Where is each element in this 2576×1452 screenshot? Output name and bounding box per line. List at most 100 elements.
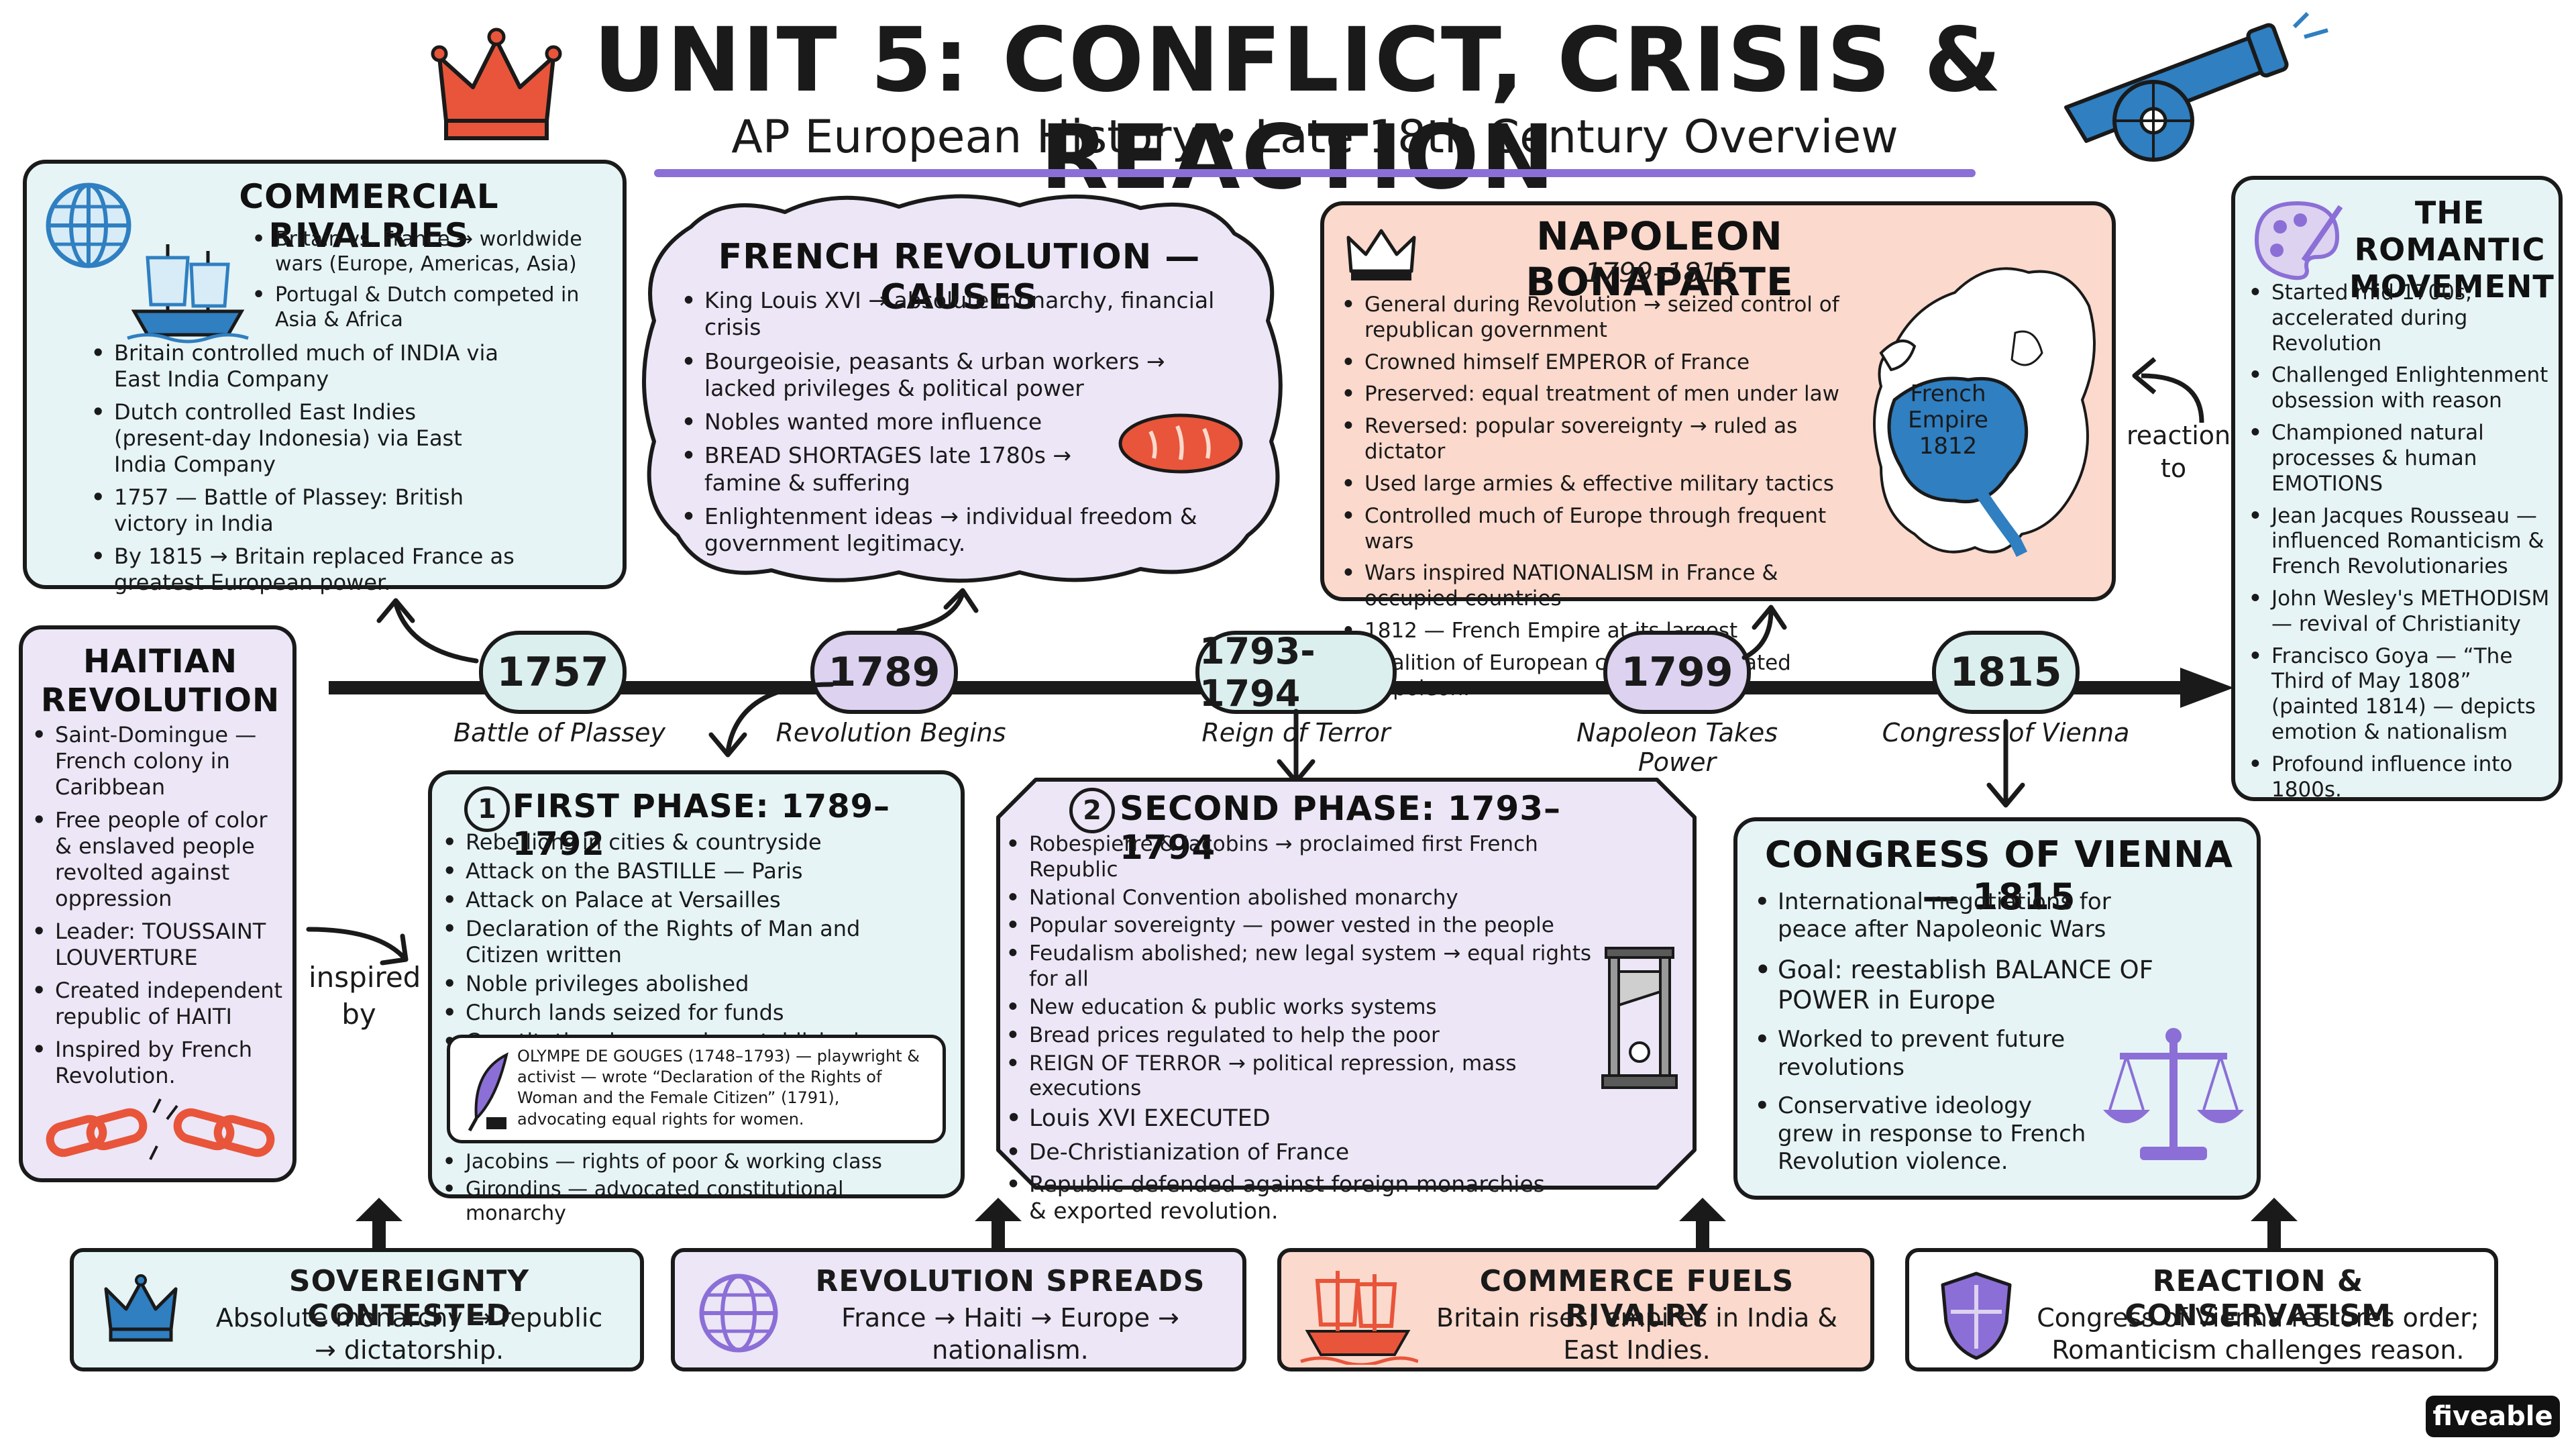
list-item: Crowned himself EMPEROR of France (1338, 350, 1847, 376)
list-item: Championed natural processes & human EMO… (2245, 421, 2553, 497)
list-item: New education & public works systems (1002, 995, 1626, 1021)
takeaway-text: Congress of Vienna restores order; Roman… (2037, 1303, 2479, 1365)
list-item: De-Christianization of France (1002, 1139, 1626, 1166)
commercial-rivalries-card: COMMERCIAL RIVALRIES Britain vs. France … (23, 160, 627, 595)
crown-icon (1344, 224, 1418, 284)
commercial-rivalries-list: Britain controlled much of INDIA via Eas… (87, 340, 517, 603)
list-item: King Louis XVI → absolute monarchy, fina… (678, 287, 1228, 342)
list-item: Enlightenment ideas → individual freedom… (678, 503, 1228, 558)
takeaway-text: Britain rises; empires in India & East I… (1436, 1303, 1837, 1365)
list-item: BREAD SHORTAGES late 1780s → famine & su… (678, 442, 1080, 497)
guillotine-icon (1599, 945, 1680, 1092)
list-item: REIGN OF TERROR → political repression, … (1002, 1051, 1626, 1102)
shield-icon (1936, 1268, 2017, 1362)
list-item: Nobles wanted more influence (678, 409, 1228, 436)
napoleon-dates: 1799–1815 (1585, 258, 1735, 289)
list-item: Declaration of the Rights of Man and Cit… (439, 916, 935, 968)
list-item: Goal: reestablish BALANCE OF POWER in Eu… (1751, 955, 2167, 1015)
haitian-revolution-card: HAITIAN REVOLUTION Saint-Domingue — Fren… (19, 625, 297, 1182)
list-item: Feudalism abolished; new legal system → … (1002, 941, 1626, 992)
takeaway-revolution-card: REVOLUTION SPREADS France → Haiti → Euro… (671, 1248, 1246, 1371)
list-item: Jean Jacques Rousseau — influenced Roman… (2245, 504, 2553, 580)
second-phase-card: 2 SECOND PHASE: 1793–1794 Robespierre & … (996, 777, 1697, 1224)
timeline-caption: Revolution Begins (775, 718, 1006, 747)
first-phase-list: Rebellions in cities & countryside Attac… (439, 829, 935, 1057)
list-item: By 1815 → Britain replaced France as gre… (87, 543, 517, 596)
list-item: Created independent republic of HAITI (28, 978, 290, 1030)
takeaway-title: REVOLUTION SPREADS (815, 1264, 1205, 1298)
list-item: National Convention abolished monarchy (1002, 886, 1626, 911)
crown-icon (101, 1272, 181, 1346)
list-item: 1812 — French Empire at its largest (1338, 619, 1847, 644)
timeline-caption: Battle of Plassey (453, 718, 666, 747)
timeline-node-1799: 1799 (1603, 631, 1751, 714)
timeline-caption: Congress of Vienna (1882, 718, 2130, 747)
list-item: Girondins — advocated constitutional mon… (439, 1178, 949, 1227)
list-item: Free people of color & enslaved people r… (28, 807, 290, 912)
second-phase-list: Robespierre & Jacobins → proclaimed firs… (1002, 832, 1626, 1232)
list-item: Francisco Goya — “The Third of May 1808”… (2245, 644, 2553, 745)
title-underline (654, 169, 1976, 177)
napoleon-card: NAPOLEON BONAPARTE 1799–1815 General dur… (1320, 201, 2116, 701)
commercial-rivalries-list-top: Britain vs. France → worldwide wars (Eur… (248, 227, 624, 339)
list-item: Challenged Enlightenment obsession with … (2245, 363, 2553, 414)
europe-map (1854, 246, 2109, 581)
takeaway-sovereignty-card: SOVEREIGNTY CONTESTED Absolute monarchy … (70, 1248, 644, 1371)
takeaway-title: REACTION & CONSERVATISM (2125, 1264, 2392, 1333)
inspired-label: inspired by (309, 961, 421, 1031)
globe-icon (42, 178, 136, 272)
list-item: Conservative ideology grew in response t… (1751, 1092, 2093, 1176)
list-item: Popular sovereignty — power vested in th… (1002, 913, 1626, 939)
brand-logo: fiveable (2426, 1396, 2560, 1437)
olympe-de-gouges-callout: OLYMPE DE GOUGES (1748–1793) — playwrigh… (447, 1035, 946, 1143)
takeaway-text: France → Haiti → Europe → nationalism. (841, 1303, 1179, 1365)
list-item: Church lands seized for funds (439, 1000, 935, 1026)
list-item: John Wesley's METHODISM — revival of Chr… (2245, 586, 2553, 637)
page-title: UNIT 5: CONFLICT, CRISIS & REACTION (593, 9, 2003, 210)
napoleon-list: General during Revolution → seized contr… (1338, 293, 1847, 708)
list-item: Profound influence into 1800s. (2245, 752, 2553, 803)
list-item: Attack on Palace at Versailles (439, 887, 935, 913)
map-label: French Empire 1812 (1908, 380, 1988, 460)
timeline-node-1793: 1793-1794 (1195, 630, 1397, 715)
quill-icon (460, 1051, 513, 1132)
timeline-node-1789: 1789 (810, 631, 958, 714)
list-item: Bourgeoisie, peasants & urban workers → … (678, 348, 1228, 403)
timeline-caption: Reign of Terror (1201, 718, 1391, 747)
list-item: Jacobins — rights of poor & working clas… (439, 1150, 949, 1175)
list-item: Britain vs. France → worldwide wars (Eur… (248, 227, 624, 276)
page-subtitle: AP European History • Late 18th Century … (731, 111, 1898, 164)
list-item: Started mid-1700s, accelerated during Re… (2245, 280, 2553, 356)
takeaway-commerce-card: COMMERCE FUELS RIVALRY Britain rises; em… (1277, 1248, 1874, 1371)
list-item: Portugal & Dutch competed in Asia & Afri… (248, 283, 624, 332)
list-item: Preserved: equal treatment of men under … (1338, 382, 1847, 407)
takeaway-title: COMMERCE FUELS RIVALRY (1479, 1264, 1794, 1333)
list-item: Controlled much of Europe through freque… (1338, 504, 1847, 555)
timeline-node-1757: 1757 (479, 631, 627, 714)
takeaway-title: SOVEREIGNTY CONTESTED (288, 1264, 530, 1333)
list-item: Reversed: popular sovereignty → ruled as… (1338, 414, 1847, 465)
list-item: Inspired by French Revolution. (28, 1037, 290, 1089)
list-item: General during Revolution → seized contr… (1338, 293, 1847, 344)
palette-icon (2250, 197, 2344, 284)
bread-icon (1114, 405, 1248, 478)
reaction-arrow (2121, 349, 2215, 429)
congress-of-vienna-list: International negotiations for peace aft… (1751, 888, 2167, 1183)
list-item: Robespierre & Jacobins → proclaimed firs… (1002, 832, 1626, 883)
globe-icon (695, 1269, 782, 1357)
cannon-icon (2039, 7, 2348, 168)
ship-icon (121, 231, 255, 345)
phase-number-badge: 1 (464, 786, 510, 832)
broken-chain-icon (43, 1092, 278, 1166)
first-phase-factions-list: Jacobins — rights of poor & working clas… (439, 1150, 949, 1229)
haitian-revolution-title: HAITIAN REVOLUTION (40, 643, 280, 719)
romantic-movement-list: Started mid-1700s, accelerated during Re… (2245, 280, 2553, 809)
list-item: International negotiations for peace aft… (1751, 888, 2167, 944)
romantic-movement-card: THE ROMANTIC MOVEMENT Started mid-1700s,… (2231, 176, 2563, 802)
timeline-node-1815: 1815 (1932, 631, 2080, 714)
list-item: Saint-Domingue — French colony in Caribb… (28, 722, 290, 800)
scales-icon (2100, 1023, 2247, 1170)
list-item: Britain controlled much of INDIA via Eas… (87, 340, 517, 393)
haitian-revolution-list: Saint-Domingue — French colony in Caribb… (28, 722, 290, 1096)
list-item: 1757 — Battle of Plassey: British victor… (87, 484, 517, 537)
